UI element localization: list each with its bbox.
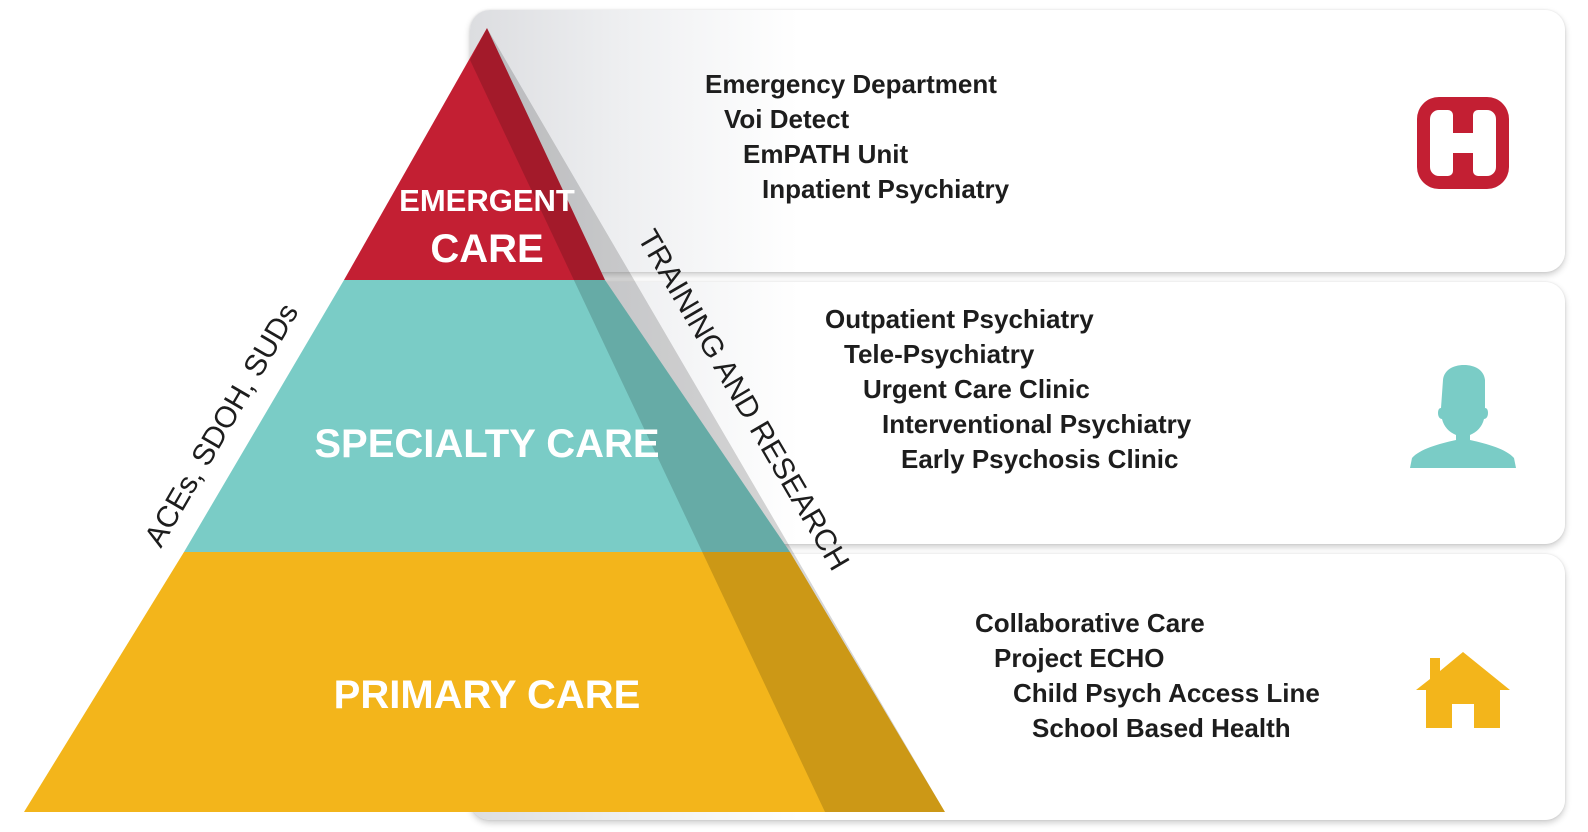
service-item: Collaborative Care: [975, 608, 1205, 638]
care-pyramid: EMERGENT CARE SPECIALTY CARE PRIMARY CAR…: [24, 28, 945, 812]
service-item: Outpatient Psychiatry: [825, 304, 1094, 334]
primary-services-list: Collaborative Care Project ECHO Child Ps…: [975, 606, 1320, 746]
emergent-care-panel: [470, 10, 1565, 272]
hospital-icon: [1417, 97, 1509, 189]
service-item: Urgent Care Clinic: [863, 374, 1090, 404]
specialty-tier-label: SPECIALTY CARE: [314, 422, 659, 466]
emergent-services-list: Emergency Department Voi Detect EmPATH U…: [705, 67, 1009, 207]
service-item: Inpatient Psychiatry: [762, 174, 1010, 204]
specialty-tier: [184, 280, 790, 552]
primary-tier: [24, 552, 945, 812]
primary-tier-label: PRIMARY CARE: [334, 673, 641, 717]
person-icon: [1410, 365, 1516, 468]
house-icon: [1416, 652, 1510, 728]
service-item: Voi Detect: [724, 104, 850, 134]
emergent-tier: [344, 28, 605, 280]
service-item: Early Psychosis Clinic: [901, 444, 1179, 474]
service-item: EmPATH Unit: [743, 139, 909, 169]
pyramid-shading: [470, 28, 945, 812]
specialty-services-list: Outpatient Psychiatry Tele-Psychiatry Ur…: [825, 302, 1191, 477]
emergent-tier-label-line1: EMERGENT: [399, 183, 575, 218]
service-item: School Based Health: [1032, 713, 1291, 743]
service-item: Interventional Psychiatry: [882, 409, 1192, 439]
service-item: Child Psych Access Line: [1013, 678, 1320, 708]
emergent-tier-label-line2: CARE: [430, 227, 543, 271]
service-item: Emergency Department: [705, 69, 997, 99]
service-item: Project ECHO: [994, 643, 1165, 673]
service-item: Tele-Psychiatry: [844, 339, 1035, 369]
